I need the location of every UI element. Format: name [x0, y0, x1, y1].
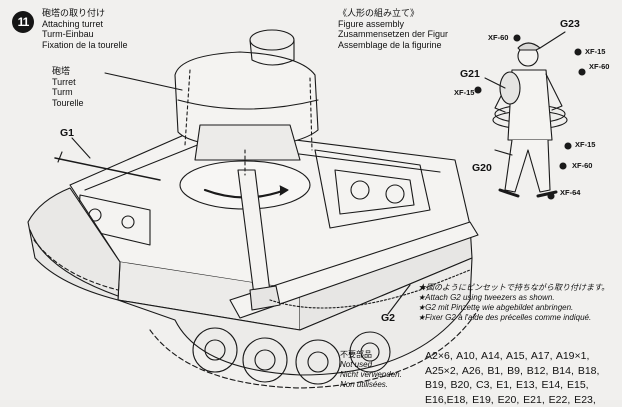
- turret-label-fr: Tourelle: [52, 97, 84, 108]
- tweezers-note-en: ★Attach G2 using tweezers as shown.: [418, 293, 555, 302]
- callout-g23: G23: [560, 18, 580, 30]
- step-title-en: Attaching turret: [42, 18, 104, 29]
- tweezers-note: ★図のようにピンセットで持ちながら取り付けます。 ★Attach G2 usin…: [418, 283, 609, 323]
- not-used-parts-list: A2×6, A10, A14, A15, A17, A19×1, A25×2, …: [425, 350, 600, 406]
- step-number-badge: 11: [12, 11, 34, 33]
- not-used-en: Not used.: [340, 360, 375, 369]
- turret-label-en: Turret: [52, 76, 76, 87]
- turret-label-jp: 砲塔: [52, 66, 71, 76]
- tweezers-note-de: ★G2 mit Pinzette wie abgebildet anbringe…: [418, 303, 574, 312]
- not-used-fr: Non utilisées.: [340, 380, 389, 389]
- figure-title-jp: 《人形の組み立て》: [338, 8, 420, 18]
- turret-label-de: Turm: [52, 87, 73, 97]
- paint-code-1: XF-60: [488, 33, 509, 42]
- figure-title-en: Figure assembly: [338, 18, 405, 29]
- figure-title-de: Zusammensetzen der Figur: [338, 29, 449, 39]
- step-title-fr: Fixation de la tourelle: [42, 39, 128, 50]
- paint-code-4: XF-15: [454, 88, 475, 97]
- not-used-jp: 不要部品: [340, 350, 372, 359]
- callout-g21: G21: [460, 68, 480, 80]
- callout-g1: G1: [60, 127, 75, 139]
- paint-code-6: XF-60: [572, 161, 593, 170]
- tweezers-note-fr: ★Fixer G2 à l'aide des précelles comme i…: [418, 313, 592, 322]
- not-used-de: Nicht verwenden.: [340, 370, 402, 379]
- step-title-jp: 砲塔の取り付け: [42, 8, 106, 18]
- figure-title-block: 《人形の組み立て》 Figure assembly Zusammensetzen…: [338, 8, 448, 50]
- paint-code-3: XF-60: [589, 62, 610, 71]
- tweezers-note-jp: ★図のようにピンセットで持ちながら取り付けます。: [418, 283, 610, 292]
- paint-code-7: XF-64: [560, 188, 581, 197]
- paint-code-2: XF-15: [585, 47, 606, 56]
- step-title-block: 砲塔の取り付け Attaching turret Turm-Einbau Fix…: [42, 8, 128, 50]
- turret-label: 砲塔 Turret Turm Tourelle: [52, 66, 84, 108]
- not-used-labels: 不要部品 Not used. Nicht verwenden. Non util…: [340, 350, 402, 390]
- callout-g20: G20: [472, 162, 492, 174]
- step-title-de: Turm-Einbau: [42, 29, 94, 39]
- paint-code-5: XF-15: [575, 140, 596, 149]
- callout-g2: G2: [381, 312, 396, 324]
- figure-title-fr: Assemblage de la figurine: [338, 39, 442, 50]
